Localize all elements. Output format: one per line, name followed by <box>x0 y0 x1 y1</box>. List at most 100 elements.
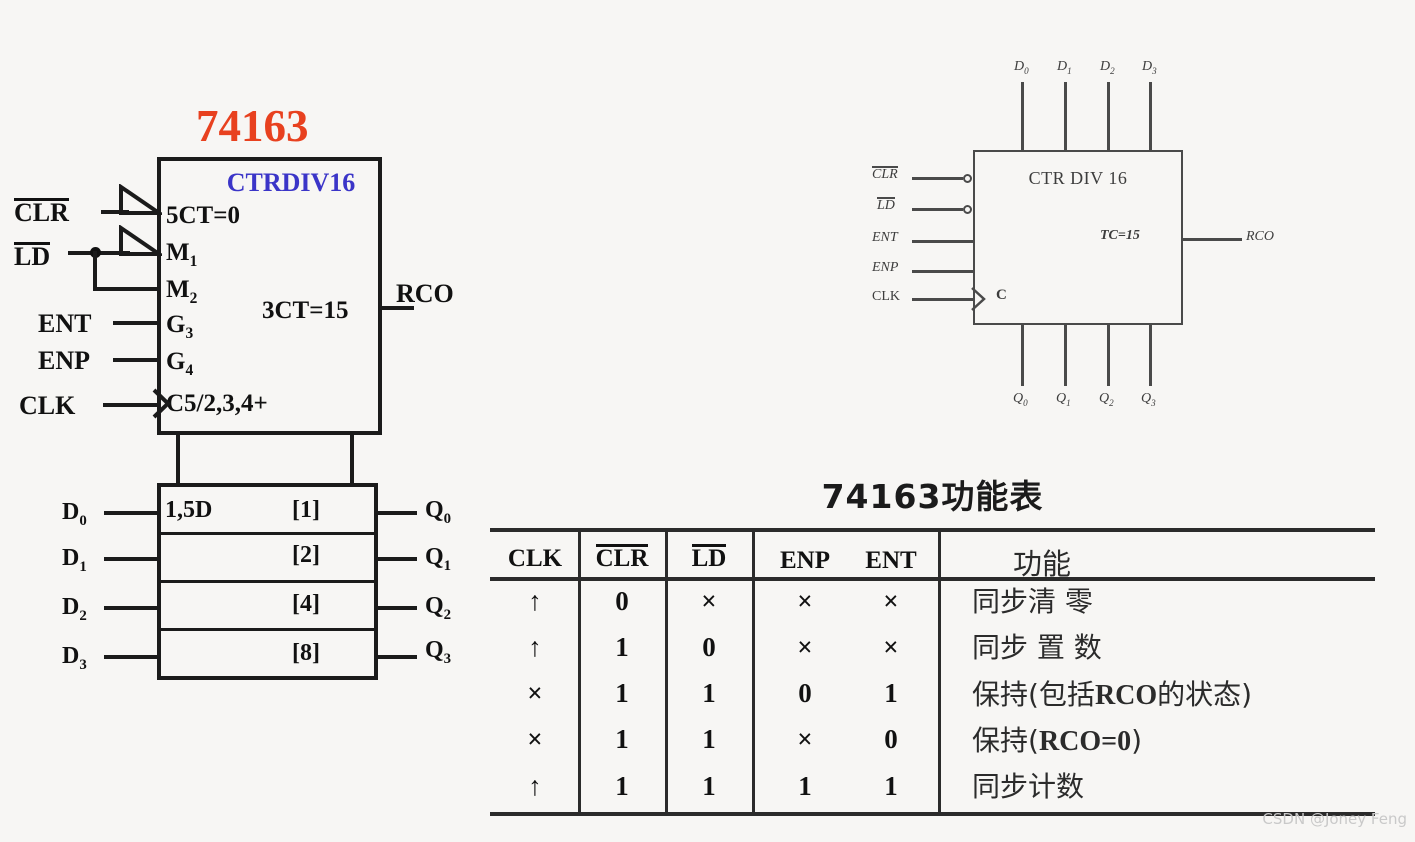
table-cell-clk: × <box>527 678 543 708</box>
data-row-divider <box>161 580 374 583</box>
table-cell-function: 保持(RCO=0) <box>972 724 1143 757</box>
table-header-function: 功能 <box>1012 547 1071 581</box>
block-pin-label-q0: Q0 <box>1013 391 1028 408</box>
block-pin-label-ent: ENT <box>872 230 898 245</box>
wire-d3 <box>104 655 159 659</box>
function-table-title: 74163功能表 <box>821 477 1044 516</box>
block-pin-label-ld: LD <box>877 197 895 213</box>
clr-inverter-triangle-icon <box>119 184 162 215</box>
table-cell-clr: 1 <box>615 632 629 662</box>
pin-label-q2: Q2 <box>425 593 452 623</box>
table-cell-function: 同步计数 <box>972 770 1085 803</box>
table-header-clr: CLR <box>595 543 649 572</box>
label-g4: G4 <box>166 348 194 379</box>
table-cell-ld: × <box>701 586 717 616</box>
table-vline-1 <box>578 531 581 812</box>
left-symbol-title: 74163 <box>196 101 309 151</box>
weight-4: [4] <box>292 591 320 617</box>
table-header-ld: LD <box>691 543 727 572</box>
block-pin-label-clk: CLK <box>872 289 900 304</box>
block-wire-q0 <box>1021 324 1024 386</box>
block-pin-label-q1: Q1 <box>1056 391 1071 408</box>
block-pin-label-clr: CLR <box>872 166 898 182</box>
label-g3: G3 <box>166 311 194 342</box>
table-cell-ld: 1 <box>702 678 716 708</box>
tab-right-v1 <box>350 435 354 485</box>
wire-ld-branch-h <box>93 287 159 291</box>
table-cell-ent: 1 <box>884 771 898 801</box>
pin-label-q3: Q3 <box>425 637 452 667</box>
table-header-enp: ENP <box>780 547 830 574</box>
block-pin-label-d3: D3 <box>1142 59 1157 76</box>
block-pin-label-d0: D0 <box>1014 59 1029 76</box>
table-cell-function: 保持(包括RCO的状态) <box>972 678 1253 711</box>
table-cell-ent: × <box>883 586 899 616</box>
table-vline-3 <box>752 531 755 812</box>
ctr-div-16-block-title: CTR DIV 16 <box>1028 168 1128 188</box>
pin-label-d3: D3 <box>62 643 87 673</box>
table-cell-function: 同步清 零 <box>972 585 1093 618</box>
table-cell-enp: × <box>797 724 813 754</box>
wire-d2 <box>104 606 159 610</box>
ld-inverter-triangle-icon <box>119 225 162 256</box>
table-cell-ent: × <box>883 632 899 662</box>
wire-rco <box>378 306 414 310</box>
table-cell-clk: × <box>527 724 543 754</box>
label-5ct0: 5CT=0 <box>166 202 240 229</box>
block-pin-label-q3: Q3 <box>1141 391 1156 408</box>
left-symbol-subtitle: CTRDIV16 <box>226 168 356 197</box>
ld-inversion-bubble-icon <box>963 205 972 214</box>
clk-dynamic-wedge-icon <box>152 388 171 419</box>
data-block-outline <box>157 483 378 680</box>
pin-label-q0: Q0 <box>425 497 452 527</box>
pin-label-enp: ENP <box>38 346 90 375</box>
pin-label-clk: CLK <box>19 391 76 420</box>
block-wire-ld <box>912 208 963 211</box>
weight-8: [8] <box>292 640 320 666</box>
pin-label-d1: D1 <box>62 545 87 575</box>
wire-q2 <box>377 606 417 610</box>
data-row-divider <box>161 628 374 631</box>
wire-ent <box>113 321 160 325</box>
table-cell-clr: 1 <box>615 771 629 801</box>
block-pin-label-d1: D1 <box>1057 59 1072 76</box>
wire-enp <box>113 358 160 362</box>
clr-inversion-bubble-icon <box>963 174 972 183</box>
label-3ct15: 3CT=15 <box>262 297 349 324</box>
block-pin-label-q2: Q2 <box>1099 391 1114 408</box>
table-cell-ent: 1 <box>884 678 898 708</box>
wire-q0 <box>377 511 417 515</box>
block-wire-ent <box>912 240 973 243</box>
table-rule-top <box>490 528 1375 532</box>
table-cell-enp: 0 <box>798 678 812 708</box>
pin-label-rco: RCO <box>396 279 454 308</box>
pin-label-clr: CLR <box>14 197 69 227</box>
block-wire-clr <box>912 177 963 180</box>
block-wire-q1 <box>1064 324 1067 386</box>
block-wire-enp <box>912 270 973 273</box>
block-wire-d2 <box>1107 82 1110 152</box>
pin-label-d2: D2 <box>62 594 87 624</box>
tc-label: TC=15 <box>1100 228 1140 243</box>
weight-2: [2] <box>292 542 320 568</box>
block-clk-dynamic-wedge-icon <box>971 287 986 311</box>
control-block-outline <box>157 157 382 435</box>
table-cell-enp: × <box>797 586 813 616</box>
block-pin-label-rco: RCO <box>1246 229 1274 244</box>
table-vline-2 <box>665 531 668 812</box>
label-m1: M1 <box>166 239 198 270</box>
pin-label-ld: LD <box>14 241 51 271</box>
wire-q3 <box>377 655 417 659</box>
block-pin-label-enp: ENP <box>872 260 899 275</box>
table-header-ent: ENT <box>865 547 917 574</box>
table-cell-enp: 1 <box>798 771 812 801</box>
table-rule-header <box>490 577 1375 581</box>
data-row-divider <box>161 532 374 535</box>
wire-d1 <box>104 557 159 561</box>
block-wire-d1 <box>1064 82 1067 152</box>
wire-clk <box>103 403 161 407</box>
block-wire-clk <box>912 298 974 301</box>
block-wire-q3 <box>1149 324 1152 386</box>
block-wire-d3 <box>1149 82 1152 152</box>
